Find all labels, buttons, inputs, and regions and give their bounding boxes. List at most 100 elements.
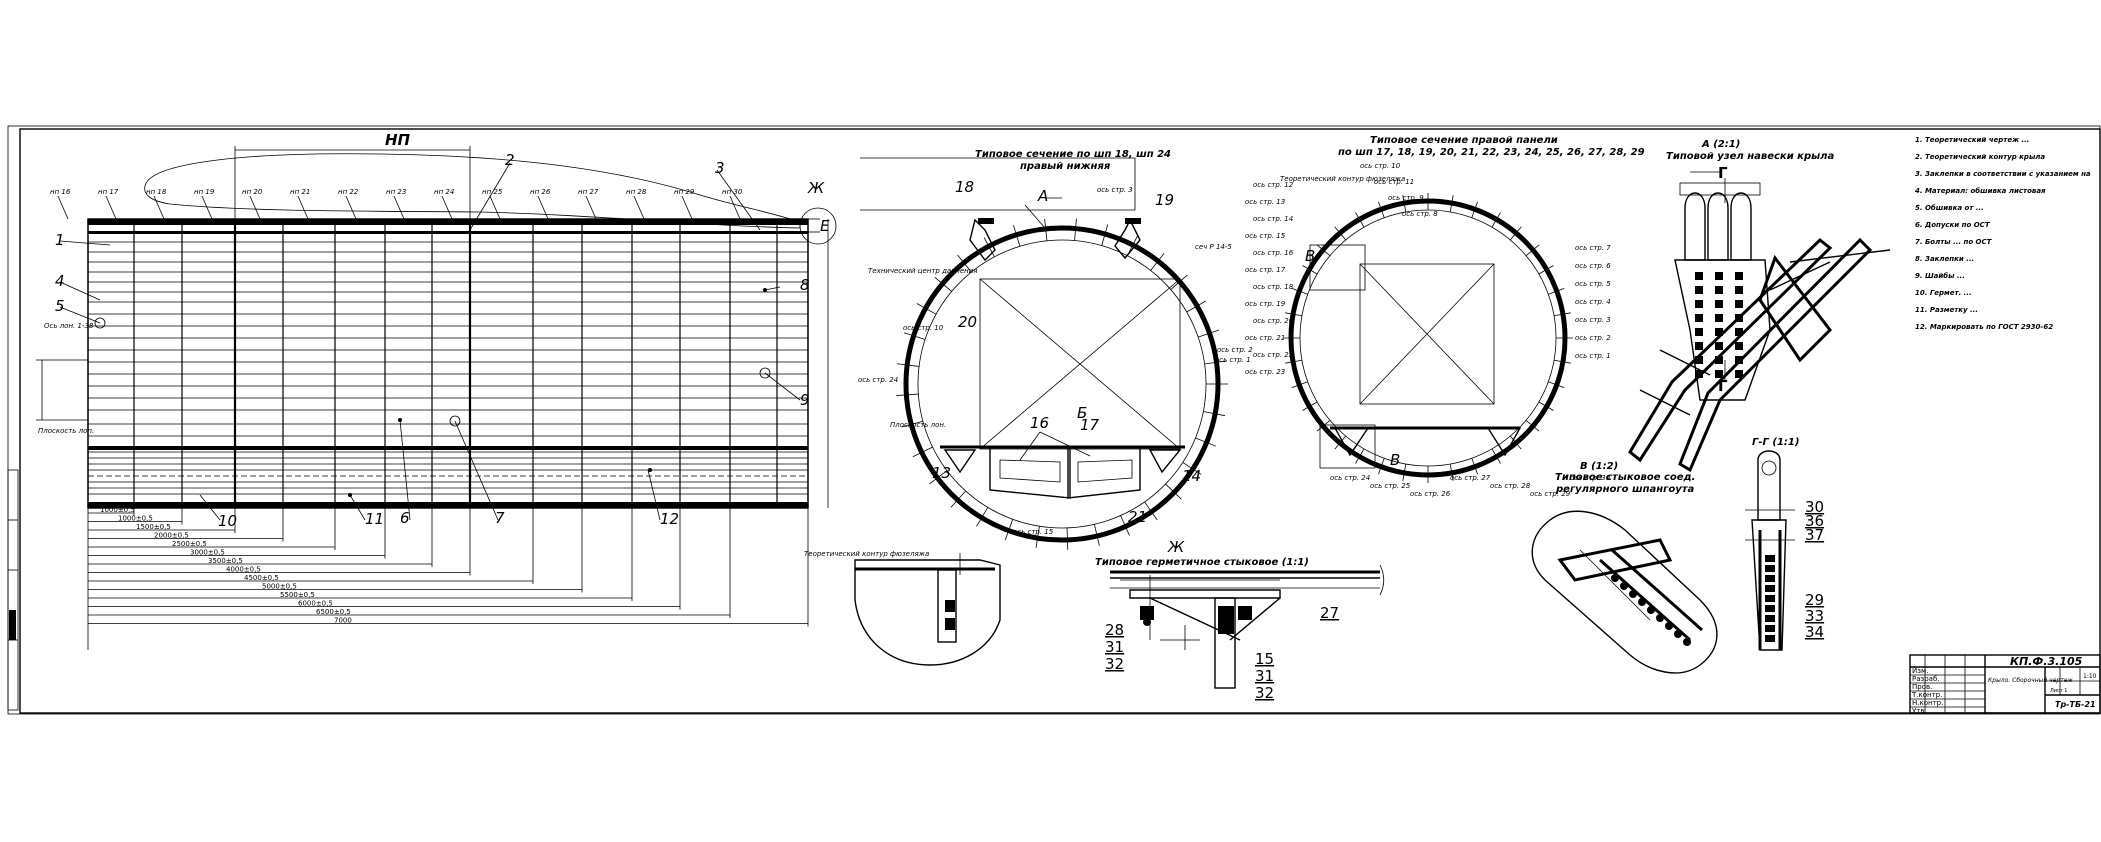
rib-leader — [681, 195, 693, 220]
frame-tick — [1525, 244, 1540, 257]
detail-b-view — [854, 553, 1001, 666]
dimension-value: 7000 — [334, 617, 352, 625]
dimension-value: 2000±0,5 — [154, 532, 189, 540]
frame-tick — [1066, 527, 1069, 550]
bolt — [1765, 565, 1775, 572]
section-callout: A — [1037, 187, 1048, 205]
detail-a-title-1: A (2:1) — [1701, 139, 1740, 150]
bolt — [1683, 638, 1691, 646]
bolt — [1715, 356, 1723, 364]
rib-label: нп 29 — [674, 188, 695, 196]
detail-callout: 27 — [1320, 604, 1339, 622]
section-label: ось стр. 25 — [1370, 482, 1411, 490]
section-label: ось стр. 2 — [1575, 334, 1611, 342]
bolt — [1695, 370, 1703, 378]
section-callout: 21 — [1128, 508, 1147, 526]
outer-frame — [7, 125, 2101, 715]
stamp-scale: 1:10 — [2083, 673, 2097, 680]
section-label: ось стр. 10 — [1360, 162, 1401, 170]
section-label: ось стр. 28 — [1490, 482, 1531, 490]
left-note-axis: Ось лон. 1-38 — [44, 322, 94, 330]
detail-callout: 37 — [1805, 526, 1824, 544]
section-label: ось стр. 11 — [1374, 178, 1414, 186]
section-label: ось стр. 10 — [903, 324, 944, 332]
note-line: 12. Маркировать по ГОСТ 2930-62 — [1915, 323, 2053, 331]
section-label: ось стр. 13 — [1245, 198, 1285, 206]
detail-callout: 32 — [1255, 684, 1274, 702]
rib-leader — [201, 195, 213, 220]
rib-leader — [153, 195, 165, 220]
bolt — [1735, 272, 1743, 280]
right-callout-v: В — [1305, 247, 1315, 265]
bolt — [1715, 314, 1723, 322]
detail-zh-title-2: Типовое герметичное стыковое (1:1) — [1095, 557, 1309, 568]
wing-plan-title: НП — [385, 131, 411, 149]
detail-v-title-1: В (1:2) — [1580, 461, 1618, 472]
detail-a-title-2: Типовой узел навески крыла — [1666, 151, 1834, 162]
note-line: 1. Теоретический чертеж ... — [1915, 136, 2029, 144]
frame-tick — [1334, 435, 1347, 450]
rib-label: нп 23 — [386, 188, 406, 196]
section-label: Теоретический контур фюзеляжа — [1280, 175, 1405, 183]
inner-frame — [19, 128, 2101, 714]
right-callout-v2: В — [1390, 451, 1400, 469]
section-label: ось стр. 15 — [1013, 528, 1054, 536]
section-label: ось стр. 6 — [1575, 262, 1611, 270]
detail-v-title-3: регулярного шпангоута — [1555, 484, 1695, 495]
frame-tick — [1035, 526, 1040, 549]
frame-tick — [1538, 401, 1554, 411]
wing-callout: 6 — [400, 509, 410, 527]
cut-label-zh: Ж — [807, 179, 825, 197]
bolt — [1665, 622, 1673, 630]
bolt — [1695, 286, 1703, 294]
bolt — [1647, 606, 1655, 614]
section-label: ось стр. 1 — [1215, 356, 1251, 364]
bolt — [1715, 370, 1723, 378]
frame-tick — [1553, 312, 1571, 317]
detail-callout: 32 — [1105, 655, 1124, 673]
dimension-value: 2500±0,5 — [172, 540, 207, 548]
bolt — [1765, 605, 1775, 612]
note-line: 10. Гермет. ... — [1915, 289, 1972, 297]
section-label: ось стр. 24 — [858, 376, 898, 384]
rib-leader — [297, 195, 309, 220]
section-label: сеч Р 14-5 — [1195, 243, 1232, 251]
frame-tick — [1402, 463, 1407, 481]
stamp-row-label: Пров. — [1912, 683, 1932, 691]
detail-callout: 29 — [1805, 591, 1824, 609]
detail-callout: 34 — [1805, 623, 1824, 641]
section-label: ось стр. 8 — [1402, 210, 1438, 218]
frame-tick — [1013, 225, 1021, 247]
frame-tick — [1285, 312, 1303, 317]
bolt — [1629, 590, 1637, 598]
section-label: ось стр. 9 — [1388, 194, 1424, 202]
frame-tick — [1334, 226, 1347, 241]
frame-tick — [1186, 300, 1206, 313]
rib-leader — [57, 195, 69, 220]
rib-label: нп 21 — [290, 188, 310, 196]
frame-tick — [916, 303, 937, 315]
frame-tick — [904, 332, 926, 340]
section-label: ось стр. 18 — [1253, 283, 1294, 291]
bolt — [1695, 272, 1703, 280]
frame-tick — [1302, 401, 1318, 411]
note-line: 11. Разметку ... — [1915, 306, 1978, 314]
left-margin-block — [7, 469, 19, 711]
frame-tick — [1203, 411, 1226, 417]
rib-leader — [585, 195, 597, 220]
frame-tick — [1291, 288, 1308, 295]
bolt — [1656, 614, 1664, 622]
bolt — [1695, 342, 1703, 350]
note-line: 2. Теоретический контур крыла — [1915, 153, 2045, 161]
rib-label: нп 16 — [50, 188, 71, 196]
section-label: ось стр. 16 — [1253, 249, 1294, 257]
mid-title-2: правый нижняя — [1020, 161, 1111, 172]
section-callout: 13 — [932, 464, 951, 482]
frame-tick — [1491, 448, 1501, 464]
wing-callout: 9 — [800, 391, 810, 409]
bolt — [1765, 585, 1775, 592]
detail-gg-title: Г-Г (1:1) — [1752, 437, 1799, 448]
frame-tick — [1044, 218, 1048, 241]
dimension-value: 3000±0,5 — [190, 549, 225, 557]
bolt — [1765, 575, 1775, 582]
